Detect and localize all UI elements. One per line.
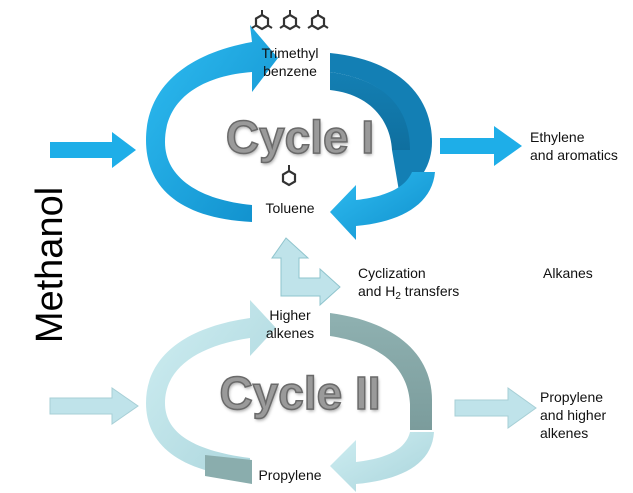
cycle2-arrow-right	[330, 313, 432, 430]
input-arrow-cycle2	[49, 387, 139, 425]
ethylene-line1: Ethylene	[530, 129, 585, 145]
h2-prefix: and H	[358, 283, 396, 299]
cyclization-label: Cyclization and H2 transfers	[358, 264, 459, 306]
ethylene-line2: and aromatics	[530, 147, 618, 163]
cycle1-arrow-right	[330, 53, 410, 150]
h2-transfers-line: and H2 transfers	[358, 282, 459, 306]
trimethylbenzene-label: Trimethyl benzene	[240, 44, 340, 80]
alkanes-label: Alkanes	[543, 265, 593, 281]
cycle1-title: Cycle I	[225, 111, 375, 163]
higher-alkenes-line2: alkenes	[265, 325, 315, 341]
propylene-output-line1: Propylene	[540, 389, 604, 405]
benzene-ring-icon	[251, 10, 273, 31]
ethylene-aromatics-label: Ethylene and aromatics	[530, 128, 618, 164]
benzene-ring-icon	[279, 10, 301, 31]
cycle2-arrow-bottom-tail	[205, 455, 252, 484]
cycle1-arrow-right-tail	[330, 53, 432, 197]
cycle2-title: Cycle II	[219, 367, 382, 419]
propylene-output-line3: alkenes	[540, 425, 589, 441]
propylene-higher-alkenes-label: Propylene and higher alkenes	[540, 388, 606, 442]
cycle2-arrow-left	[146, 300, 276, 478]
benzene-ring-icon	[307, 10, 329, 31]
toluene-label: Toluene	[265, 200, 315, 216]
cyclization-arrow	[271, 237, 341, 307]
higher-alkenes-line1: Higher	[269, 307, 311, 323]
methanol-label: Methanol	[29, 186, 71, 344]
output-arrow-cycle2	[454, 387, 537, 429]
benzene-ring-icon	[251, 10, 273, 31]
cycle2-arrow-head-propylene	[330, 432, 434, 492]
higher-alkenes-label: Higher alkenes	[240, 306, 340, 342]
cyclization-line1: Cyclization	[358, 265, 426, 281]
propylene-output-line2: and higher	[540, 407, 607, 423]
h2-suffix: transfers	[400, 283, 460, 299]
propylene-node-label: Propylene	[258, 467, 322, 483]
output-arrow-cycle1	[440, 126, 522, 166]
trimethylbenzene-line2: benzene	[263, 63, 317, 79]
trimethylbenzene-line1: Trimethyl	[261, 45, 319, 61]
toluene-molecule-icon	[281, 165, 297, 187]
input-arrow-cycle1	[50, 132, 136, 168]
cycle1-arrow-head-toluene	[330, 172, 435, 240]
h2-subscript: 2	[395, 291, 401, 302]
cycle1-arrow-left	[146, 25, 278, 222]
